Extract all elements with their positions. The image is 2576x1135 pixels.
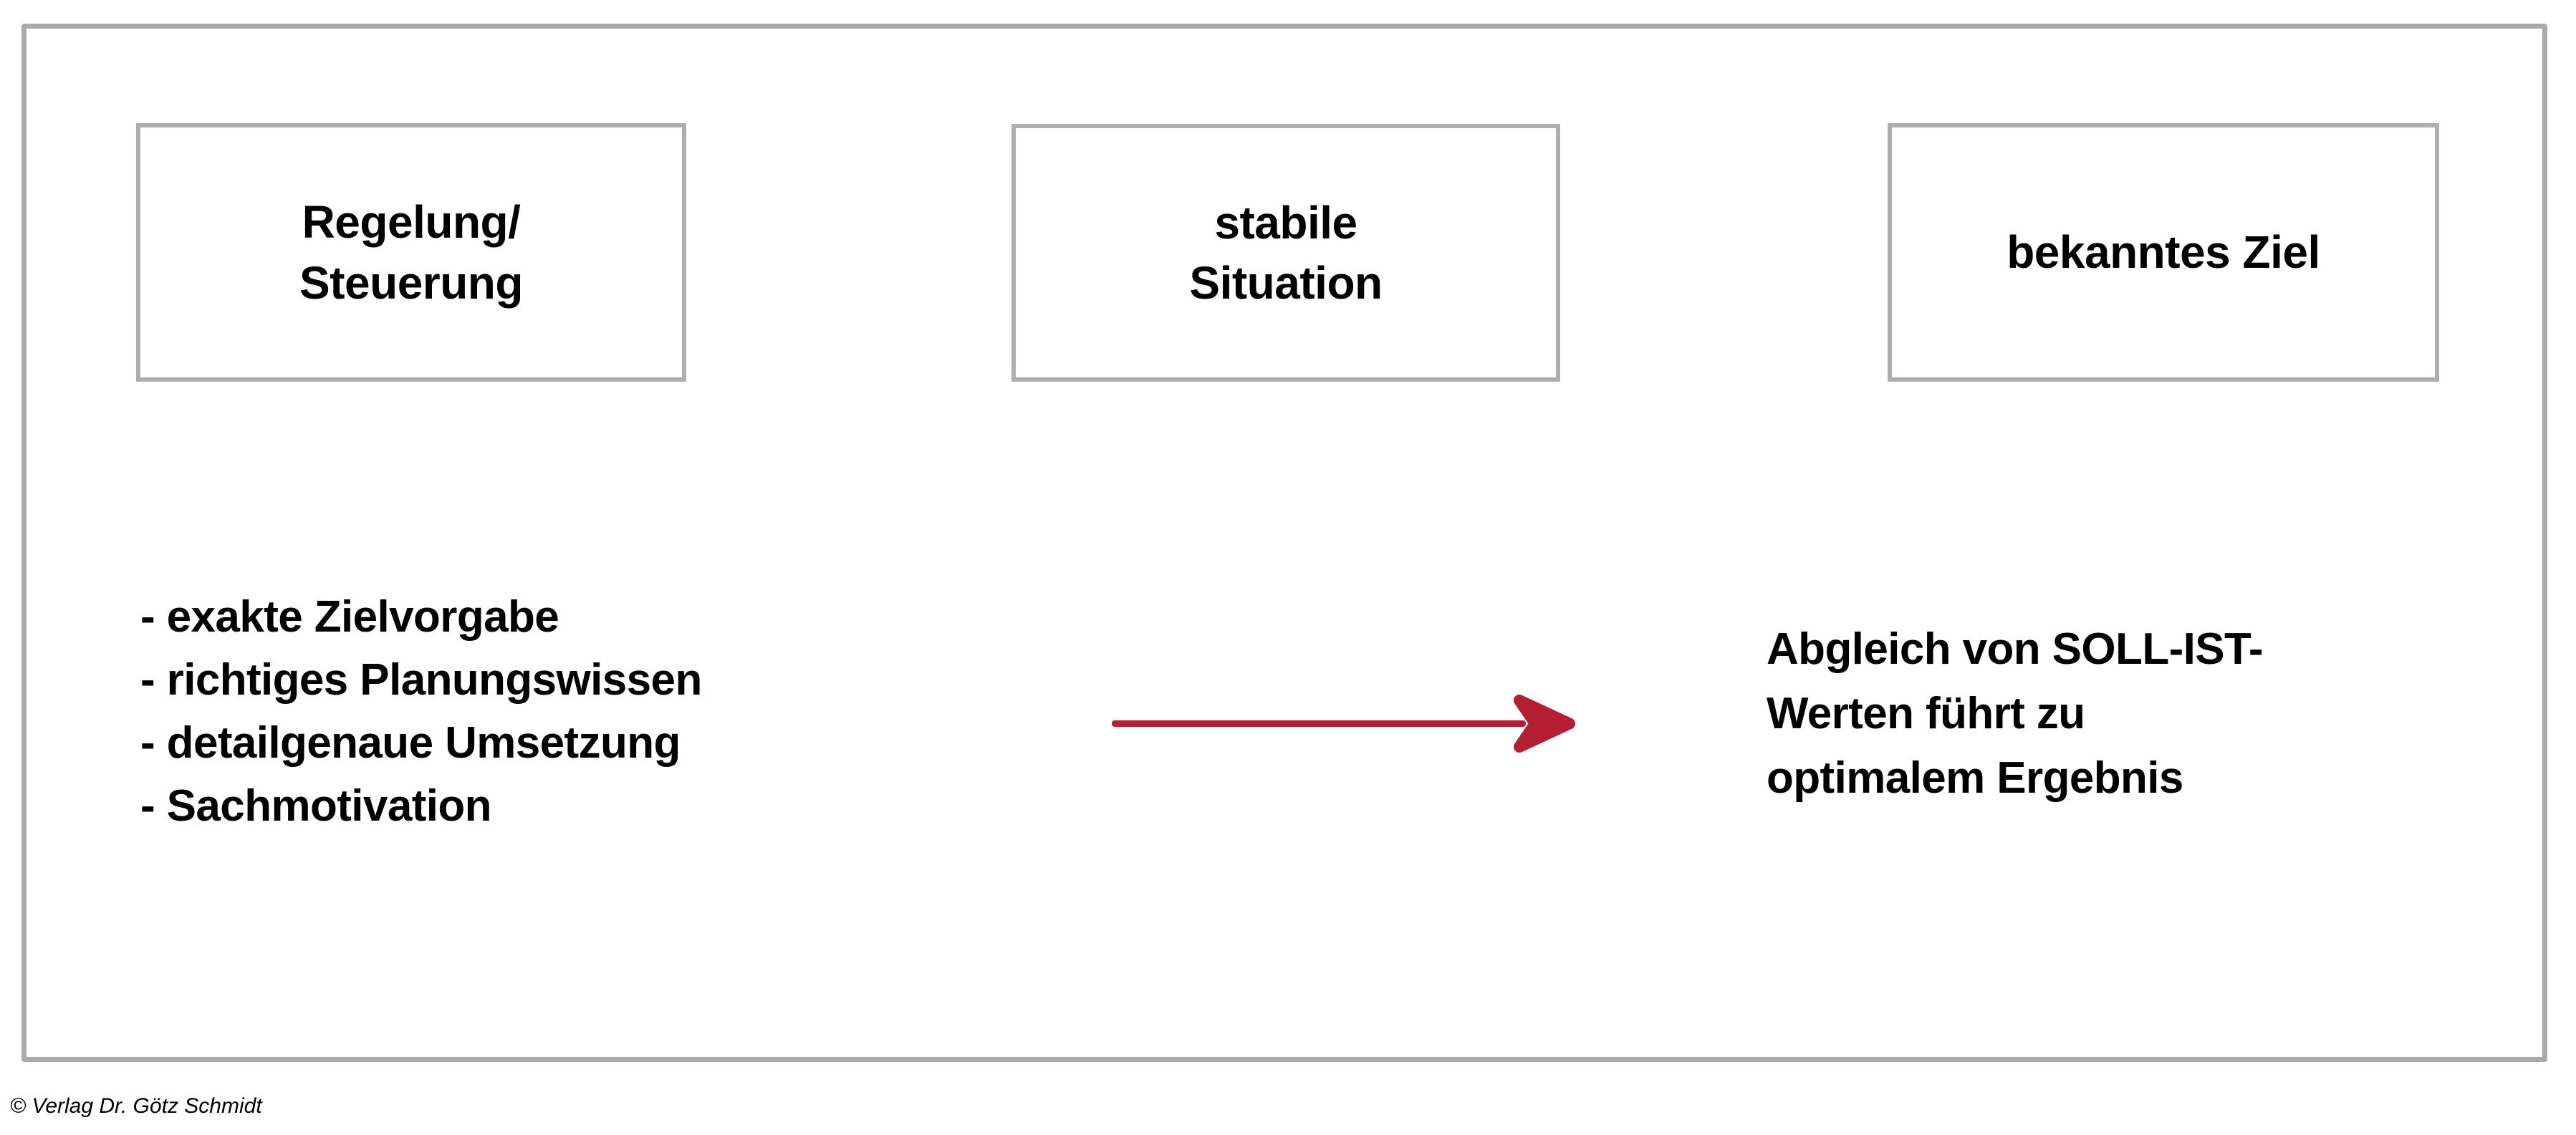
concept-box-bekanntes-ziel[interactable]: bekanntes Ziel — [1888, 123, 2439, 382]
list-item: - detailgenaue Umsetzung — [140, 718, 681, 768]
conclusion-line: Werten führt zu — [1767, 688, 2085, 738]
list-item: - Sachmotivation — [140, 781, 492, 831]
conclusion-text-block: Abgleich von SOLL-IST- Werten führt zu o… — [1767, 617, 2490, 811]
list-item: - exakte Zielvorgabe — [140, 592, 559, 642]
concept-box-label: Regelung/ Steuerung — [299, 196, 523, 309]
concept-box-stabile-situation[interactable]: stabile Situation — [1011, 124, 1560, 382]
slide-border-frame — [21, 24, 2547, 1062]
right-arrow-icon — [1107, 693, 1580, 758]
copyright-notice: © Verlag Dr. Götz Schmidt — [10, 1094, 262, 1118]
concept-box-label: bekanntes Ziel — [2007, 226, 2320, 279]
concept-box-regelung-steuerung[interactable]: Regelung/ Steuerung — [136, 123, 686, 382]
conclusion-line: Abgleich von SOLL-IST- — [1767, 624, 2264, 674]
requirements-bullet-list: - exakte Zielvorgabe - richtiges Planung… — [140, 586, 986, 838]
list-item: - richtiges Planungswissen — [140, 655, 702, 705]
conclusion-line: optimalem Ergebnis — [1767, 753, 2183, 803]
concept-box-label: stabile Situation — [1189, 196, 1383, 309]
